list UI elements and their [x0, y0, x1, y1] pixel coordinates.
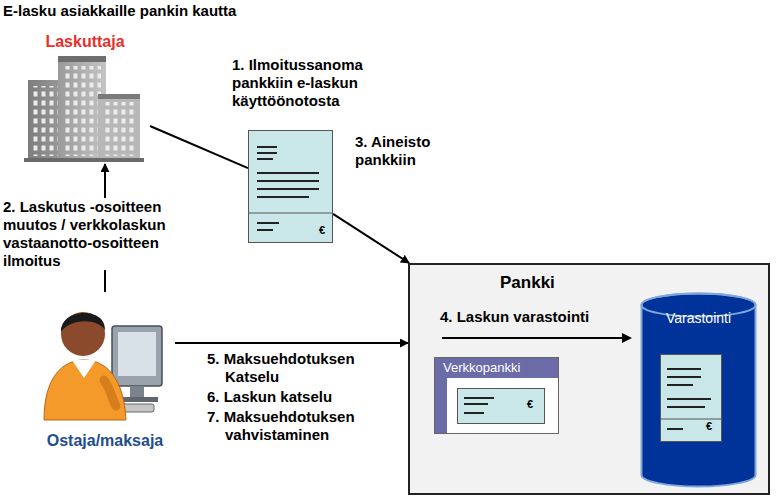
document-line: [667, 368, 701, 370]
node-label: Varastointi: [640, 310, 757, 326]
currency-symbol: €: [527, 398, 533, 410]
node-label: €: [319, 224, 325, 236]
buyer-node: Ostaja/maksaja: [35, 292, 175, 450]
document-line: [667, 384, 693, 386]
node-label: Pankki: [500, 273, 555, 293]
invoice-document: €: [248, 130, 333, 243]
biller-node: Laskuttaja: [20, 32, 150, 164]
document-line: [257, 188, 319, 190]
document-line: [667, 406, 705, 408]
step-label: 2. Laskutus -osoitteen muutos / verkkola…: [3, 198, 208, 270]
bank-box: PankkiVerkkopankki € Varastointi €: [408, 263, 770, 495]
person-at-computer-icon: [44, 312, 162, 420]
arrow-head: [622, 333, 632, 343]
building-icon: [24, 56, 144, 162]
node-label: Verkkopankki: [435, 358, 558, 378]
document-line: [257, 152, 277, 154]
currency-symbol: €: [706, 420, 712, 432]
document-line: [464, 397, 494, 399]
document-line: [257, 222, 279, 224]
online-bank-window: Verkkopankki €: [434, 357, 559, 434]
node-label: Ostaja/maksaja: [35, 431, 175, 450]
diagram-title: E-lasku asiakkaille pankin kautta: [3, 2, 236, 20]
document-line: [257, 146, 277, 148]
step-label: 1. Ilmoitussanoma pankkiin e-laskun käyt…: [232, 56, 404, 110]
document-line: [257, 180, 319, 182]
node-label: Laskuttaja: [20, 32, 150, 51]
step-label: 3. Aineisto pankkiin: [355, 133, 465, 169]
step-label: 6. Laskun katselu: [207, 388, 377, 406]
window-side-bar: [435, 378, 447, 433]
document-line: [257, 196, 309, 198]
storage-cylinder: Varastointi €: [640, 292, 757, 488]
step-label: 4. Laskun varastointi: [440, 308, 589, 326]
document-line: [464, 403, 488, 405]
document-line: [667, 428, 683, 430]
document-lines: [661, 355, 723, 443]
connector-arrow: [150, 126, 248, 168]
document-icon: [660, 354, 722, 442]
connector-arrow: [175, 342, 408, 344]
step-label: 7. Maksuehdotuksen vahvistaminen: [207, 408, 377, 444]
document-line: [661, 419, 721, 420]
arrow-line: [442, 337, 622, 339]
document-line: [257, 229, 273, 231]
document-line: [667, 376, 701, 378]
document-line: [667, 398, 711, 400]
connector-arrow: [333, 214, 409, 263]
step-label: 5. Maksuehdotuksen Katselu: [207, 350, 377, 386]
document-line: [249, 213, 332, 214]
document-line: [257, 158, 273, 160]
document-line: [464, 412, 484, 414]
document-line: [257, 172, 319, 174]
